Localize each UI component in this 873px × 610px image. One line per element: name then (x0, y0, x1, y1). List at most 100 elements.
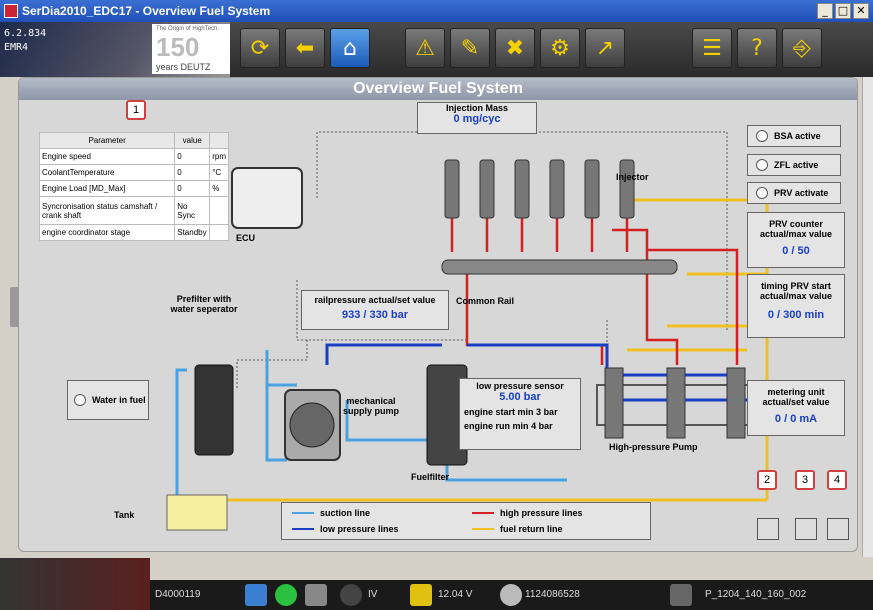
legend-low: low pressure lines (292, 524, 399, 534)
callout-2: 2 (757, 470, 777, 490)
close-button[interactable]: ✕ (853, 3, 869, 19)
lp-run-value: 4 (531, 421, 537, 431)
battery-voltage: 12.04 V (438, 589, 473, 600)
logo-number: 150 (156, 32, 200, 62)
dataset-icon (670, 584, 692, 606)
lp-run-min-label: min (512, 421, 529, 431)
unit-header (209, 132, 229, 149)
fuel-return-lines (197, 198, 769, 512)
timing-prv-value: 0 / 300 min (767, 309, 825, 321)
head-profile-icon (340, 584, 362, 606)
main-area: Overview Fuel System (10, 77, 862, 557)
low-pressure-sensor-box: low pressure sensor 5.00 bar engine star… (459, 378, 581, 450)
minimize-button[interactable]: _ (817, 3, 833, 19)
tools-button[interactable]: ✖ (495, 28, 535, 68)
param-header: Parameter (38, 132, 176, 149)
timing-prv-label: timing PRV start actual/max value (759, 281, 833, 301)
dataset-name: P_1204_140_160_002 (705, 589, 807, 600)
window-title: SerDia2010_EDC17 - Overview Fuel System (22, 4, 271, 18)
computer-icon (245, 584, 267, 606)
brand-banner: 6.2.834 EMR4 The Origin of HighTech. 150… (0, 22, 230, 77)
ecu-label: ECU (236, 233, 256, 243)
back-button[interactable]: ⬅ (285, 28, 325, 68)
deutz-150-logo: The Origin of HighTech. 150 years DEUTZ (152, 24, 230, 74)
hp-pump-label: High-pressure Pump (609, 442, 698, 452)
metering-unit-box: metering unit actual/set value 0 / 0 mA (747, 380, 845, 436)
refresh-button[interactable]: ⟳ (240, 28, 280, 68)
chart-icon: ↗ (595, 35, 615, 61)
logo-tagline: The Origin of HighTech. (156, 26, 220, 32)
lp-start-label: engine start min (464, 407, 534, 417)
device-id: D4000119 (155, 589, 201, 600)
injection-mass-box: Injection Mass 0 mg/cyc (417, 102, 537, 134)
callout-4: 4 (827, 470, 847, 490)
pump-rotor (289, 402, 335, 448)
warning-icon: ⚠ (415, 35, 435, 61)
railpressure-value: 933 / 330 bar (341, 309, 409, 321)
metering-value: 0 / 0 mA (774, 413, 818, 425)
fuel-system-panel: Overview Fuel System (18, 77, 858, 552)
prv-counter-box: PRV counter actual/max value 0 / 50 (747, 212, 845, 268)
legend-suction: suction line (292, 508, 370, 518)
maximize-button[interactable]: □ (835, 3, 851, 19)
engine-serial: 1124086528 (525, 589, 580, 600)
version-label: 6.2.834 (4, 28, 47, 39)
engine-button[interactable]: ⚙ (540, 28, 580, 68)
vertical-scrollbar[interactable] (862, 77, 873, 557)
zfl-led-icon (756, 159, 768, 171)
settings-sliders-icon: ☰ (702, 35, 722, 61)
zfl-status-indicator: ZFL active (747, 154, 841, 176)
app-icon (4, 4, 18, 18)
mini-view-button-3[interactable] (795, 518, 817, 540)
injector-label: Injector (616, 172, 649, 182)
exit-button[interactable]: ⎆ (782, 28, 822, 68)
mini-chart-button-4[interactable] (827, 518, 849, 540)
home-button[interactable]: ⌂ (330, 28, 370, 68)
mini-view-button-2[interactable] (757, 518, 779, 540)
injection-mass-label: Injection Mass (445, 103, 508, 113)
lp-start-unit: bar (543, 407, 558, 417)
high-pressure-lines (450, 218, 739, 365)
injection-mass-value: 0 mg/cyc (453, 113, 501, 125)
title-bar: SerDia2010_EDC17 - Overview Fuel System … (0, 0, 873, 22)
mode-label: EMR4 (4, 42, 29, 53)
fuel-system-diagram (166, 131, 769, 531)
panel-title: Overview Fuel System (19, 78, 857, 100)
prv-label: PRV activate (774, 188, 829, 198)
chart-button[interactable]: ↗ (585, 28, 625, 68)
metering-label: metering unit actual/set value (762, 387, 830, 407)
railpressure-label: railpressure actual/set value (314, 295, 436, 305)
line-legend: suction line low pressure lines high pre… (281, 502, 651, 540)
lp-run-label: engine run (464, 421, 511, 431)
engine-icon: ⚙ (550, 35, 570, 61)
lp-run-unit: bar (538, 421, 553, 431)
gear-level: IV (368, 589, 378, 600)
refresh-icon: ⟳ (250, 35, 270, 61)
toolbar: 6.2.834 EMR4 The Origin of HighTech. 150… (0, 22, 873, 77)
document-icon: ✎ (460, 35, 480, 61)
document-button[interactable]: ✎ (450, 28, 490, 68)
bsa-status-indicator: BSA active (747, 125, 841, 147)
table-row: Syncronisation status camshaft / crank s… (38, 196, 229, 225)
battery-icon (410, 584, 432, 606)
value-header: value (174, 132, 211, 149)
help-button[interactable]: ? (737, 28, 777, 68)
common-rail (441, 259, 678, 275)
timing-prv-box: timing PRV start actual/max value 0 / 30… (747, 274, 845, 338)
settings-button[interactable]: ☰ (692, 28, 732, 68)
home-icon: ⌂ (343, 35, 357, 61)
legend-high: high pressure lines (472, 508, 583, 518)
exit-door-icon: ⎆ (793, 35, 811, 61)
water-in-fuel-box: Water in fuel (67, 380, 149, 420)
prv-led-icon (756, 187, 768, 199)
prefilter (194, 364, 234, 456)
injectors (444, 159, 635, 219)
bsa-led-icon (756, 130, 768, 142)
common-rail-label: Common Rail (456, 296, 515, 306)
fuel-tank (166, 494, 228, 531)
side-collapse-handle[interactable] (10, 287, 20, 327)
warning-button[interactable]: ⚠ (405, 28, 445, 68)
